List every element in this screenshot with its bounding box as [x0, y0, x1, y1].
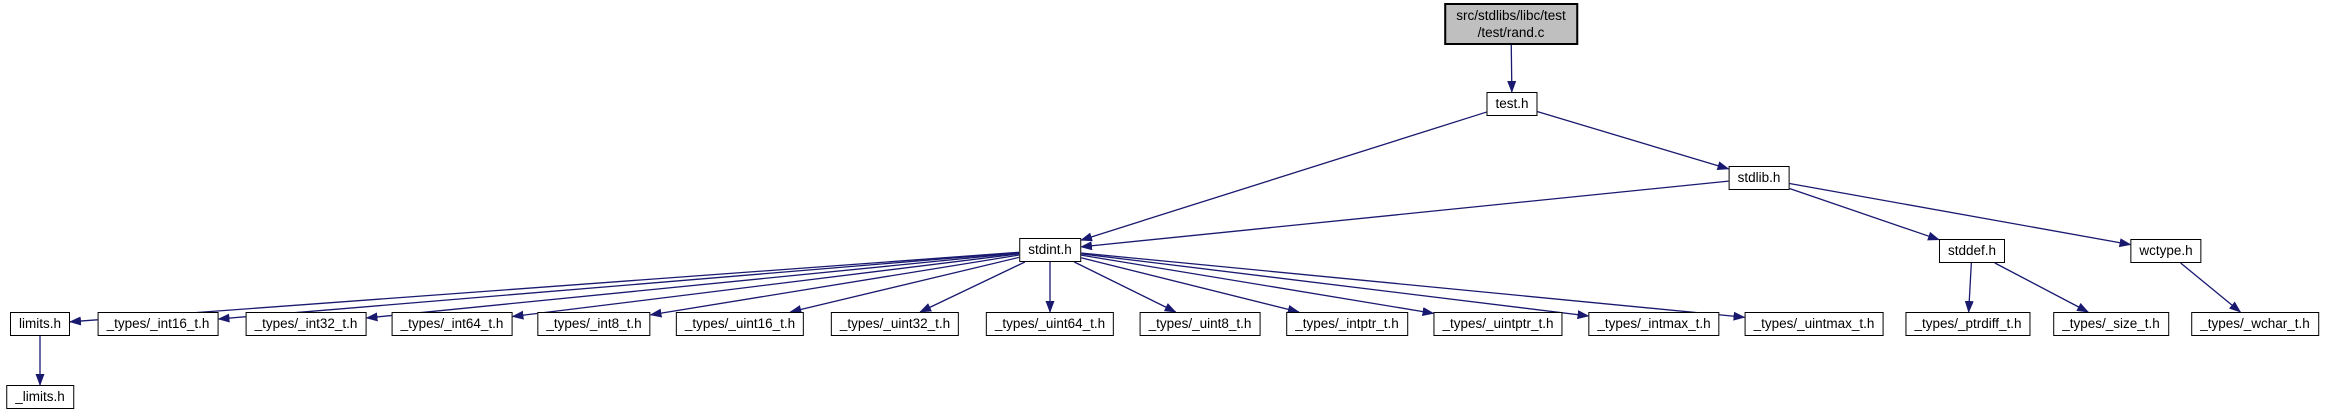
node-types-int32-t-h[interactable]: _types/_int32_t.h	[245, 312, 367, 336]
node-types-uintmax-t-h[interactable]: _types/_uintmax_t.h	[1744, 312, 1884, 336]
node-types-uint16-t-h[interactable]: _types/_uint16_t.h	[675, 312, 805, 336]
node-stdlib-h[interactable]: stdlib.h	[1728, 166, 1790, 190]
node-limits-h[interactable]: limits.h	[9, 312, 71, 336]
node-wctype-h[interactable]: wctype.h	[2130, 239, 2202, 263]
node-types-uint64-t-h[interactable]: _types/_uint64_t.h	[985, 312, 1115, 336]
node-test-h[interactable]: test.h	[1486, 92, 1538, 116]
node-stdint-h[interactable]: stdint.h	[1019, 238, 1081, 262]
node-types-ptrdiff-t-h[interactable]: _types/_ptrdiff_t.h	[1905, 312, 2031, 336]
node-types-int8-t-h[interactable]: _types/_int8_t.h	[537, 312, 651, 336]
node-types-uintptr-t-h[interactable]: _types/_uintptr_t.h	[1433, 312, 1563, 336]
node-rand-c: src/stdlibs/libc/test /test/rand.c	[1444, 3, 1578, 45]
node-types-size-t-h[interactable]: _types/_size_t.h	[2053, 312, 2169, 336]
node-types-intptr-t-h[interactable]: _types/_intptr_t.h	[1286, 312, 1408, 336]
node-types-int64-t-h[interactable]: _types/_int64_t.h	[391, 312, 513, 336]
node-types-intmax-t-h[interactable]: _types/_intmax_t.h	[1588, 312, 1720, 336]
node-stddef-h[interactable]: stddef.h	[1938, 239, 2006, 263]
node-types-int16-t-h[interactable]: _types/_int16_t.h	[97, 312, 219, 336]
node-types-wchar-t-h[interactable]: _types/_wchar_t.h	[2191, 312, 2319, 336]
node-internal-limits-h[interactable]: _limits.h	[6, 385, 74, 409]
node-types-uint8-t-h[interactable]: _types/_uint8_t.h	[1139, 312, 1261, 336]
node-types-uint32-t-h[interactable]: _types/_uint32_t.h	[830, 312, 960, 336]
